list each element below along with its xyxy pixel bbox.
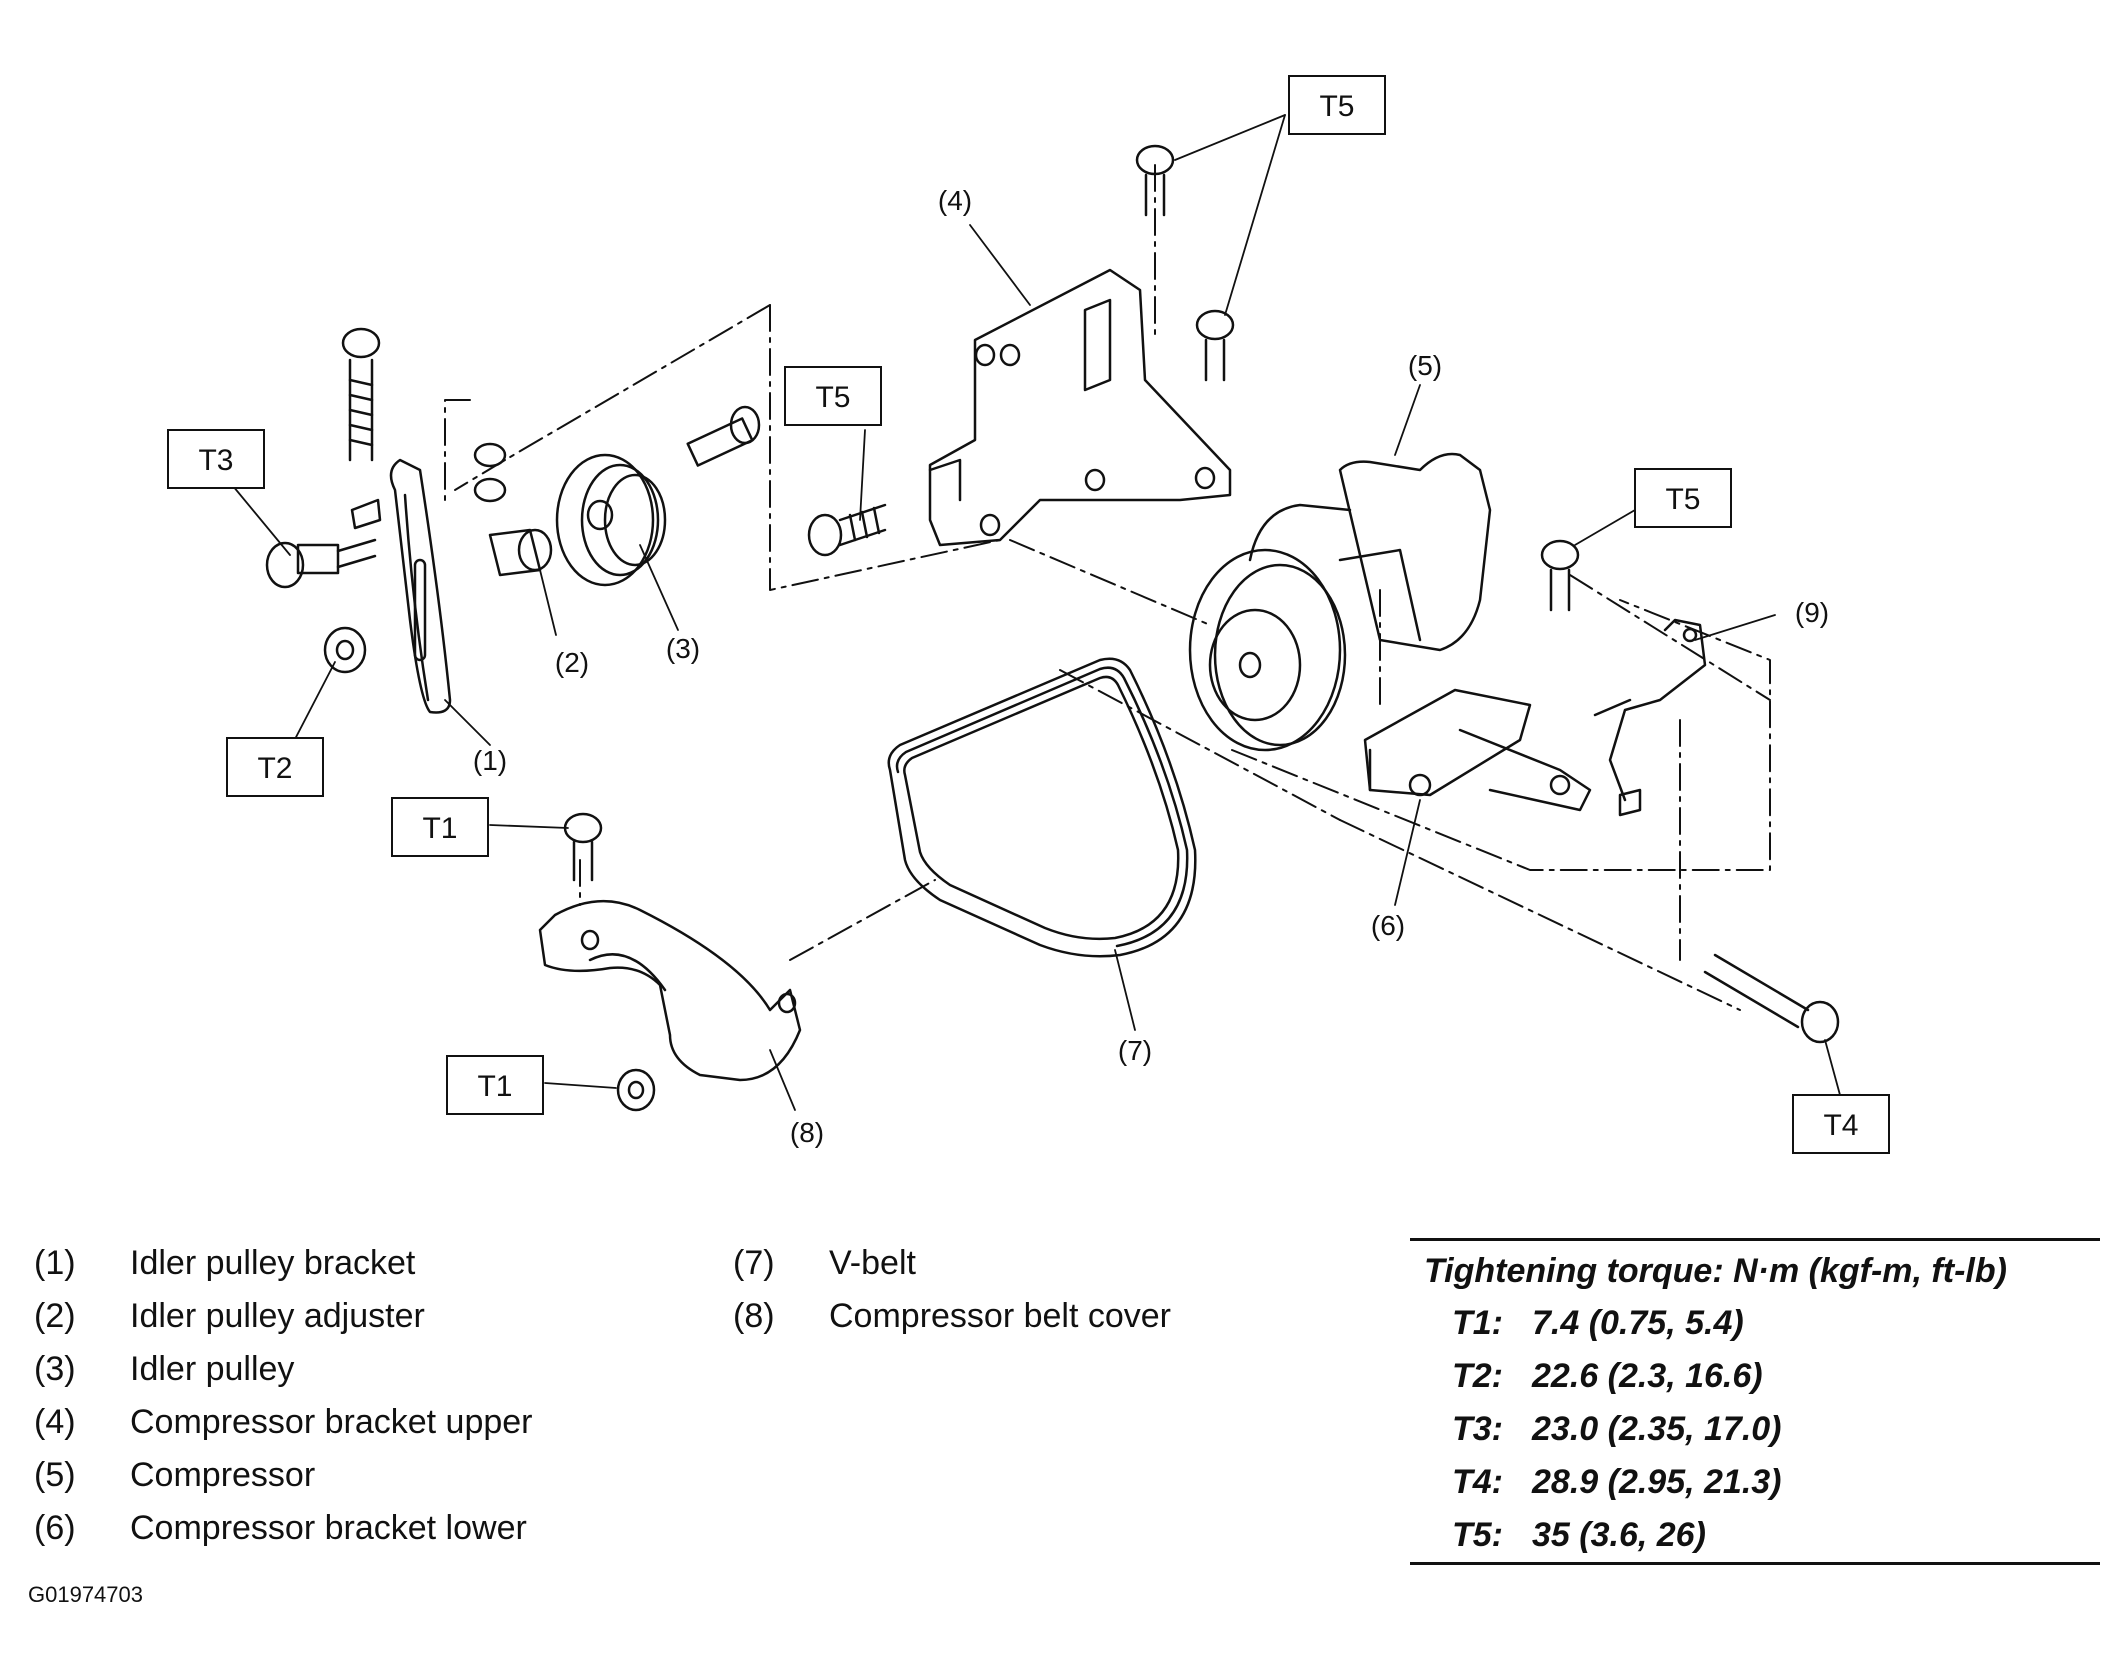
nut-t1 (616, 1068, 656, 1112)
compressor-bracket-upper (928, 268, 1232, 547)
bolt-t1 (563, 812, 603, 882)
v-belt (887, 657, 1197, 958)
legend-item: (6)Compressor bracket lower (34, 1509, 527, 1547)
legend-item: (2)Idler pulley adjuster (34, 1297, 425, 1335)
t3-tag: T3 (198, 444, 233, 477)
compressor (1188, 452, 1492, 752)
torque-row: T2:22.6 (2.3, 16.6) (1452, 1357, 1763, 1395)
callout-1: (1) (473, 745, 507, 776)
t1-tag-box-bottom (446, 1055, 544, 1115)
small-bracket (1593, 618, 1707, 817)
t4-tag: T4 (1823, 1109, 1858, 1142)
t5-tag-left: T5 (815, 381, 850, 414)
legend-left: (1)Idler pulley bracket (2)Idler pulley … (34, 1237, 674, 1555)
bolt-t5-right (1540, 539, 1580, 612)
callout-7: (7) (1118, 1035, 1152, 1066)
callout-4: (4) (938, 185, 972, 216)
leader-lines (227, 114, 1841, 1111)
exploded-diagram: T5 T5 T5 T3 T2 T1 T1 T4 (1) (2) (3) (4) … (167, 75, 1890, 1154)
callout-2: (2) (555, 647, 589, 678)
torque-row: T5:35 (3.6, 26) (1452, 1516, 1706, 1554)
torque-row: T4:28.9 (2.95, 21.3) (1452, 1463, 1782, 1501)
t4-tag-box (1792, 1094, 1890, 1154)
figure-id: G01974703 (28, 1582, 143, 1607)
torque-row: T1:7.4 (0.75, 5.4) (1452, 1304, 1744, 1342)
legend-item: (4)Compressor bracket upper (34, 1403, 533, 1441)
idler-pulley (555, 405, 761, 587)
nut-t2 (323, 626, 367, 674)
legend-item: (5)Compressor (34, 1456, 316, 1494)
legend-item: (3)Idler pulley (34, 1350, 295, 1388)
bolt-t5-top (1135, 144, 1175, 217)
bolt-t3 (265, 538, 377, 589)
callout-3: (3) (666, 633, 700, 664)
t5-tag-box-right (1634, 468, 1732, 528)
legend-item: (1)Idler pulley bracket (34, 1244, 416, 1282)
callout-8: (8) (790, 1117, 824, 1148)
torque-table-title: Tightening torque: N·m (kgf-m, ft-lb) (1424, 1252, 2007, 1290)
t1-tag-box-top (391, 797, 489, 857)
torque-table: Tightening torque: N·m (kgf-m, ft-lb) T1… (1410, 1238, 2100, 1565)
t1-tag-top: T1 (422, 812, 457, 845)
t3-tag-box (167, 429, 265, 489)
compressor-bracket-lower (1363, 688, 1592, 812)
t5-tag-box-left (784, 366, 882, 426)
bolt-t5-left (807, 503, 887, 557)
t2-tag-box (226, 737, 324, 797)
t5-tag-top: T5 (1319, 90, 1354, 123)
t2-tag: T2 (257, 752, 292, 785)
t5-tag-box-top (1288, 75, 1386, 135)
bolt-t5-mid (1195, 309, 1235, 382)
assembly-guide-lines (444, 164, 1771, 1011)
callout-6: (6) (1371, 910, 1405, 941)
callout-5: (5) (1408, 350, 1442, 381)
torque-row: T3:23.0 (2.35, 17.0) (1452, 1410, 1782, 1448)
legend-item: (7)V-belt (733, 1244, 916, 1282)
legend-item: (8)Compressor belt cover (733, 1297, 1172, 1335)
long-bolt (341, 327, 381, 462)
bolt-t4 (1703, 953, 1840, 1044)
compressor-belt-cover (538, 899, 802, 1082)
callout-9: (9) (1795, 597, 1829, 628)
legend-middle: (7)V-belt (8)Compressor belt cover (733, 1237, 1353, 1343)
t1-tag-bottom: T1 (477, 1070, 512, 1103)
idler-pulley-bracket (350, 458, 452, 714)
idler-pulley-adjuster (473, 442, 553, 577)
t5-tag-right: T5 (1665, 483, 1700, 516)
